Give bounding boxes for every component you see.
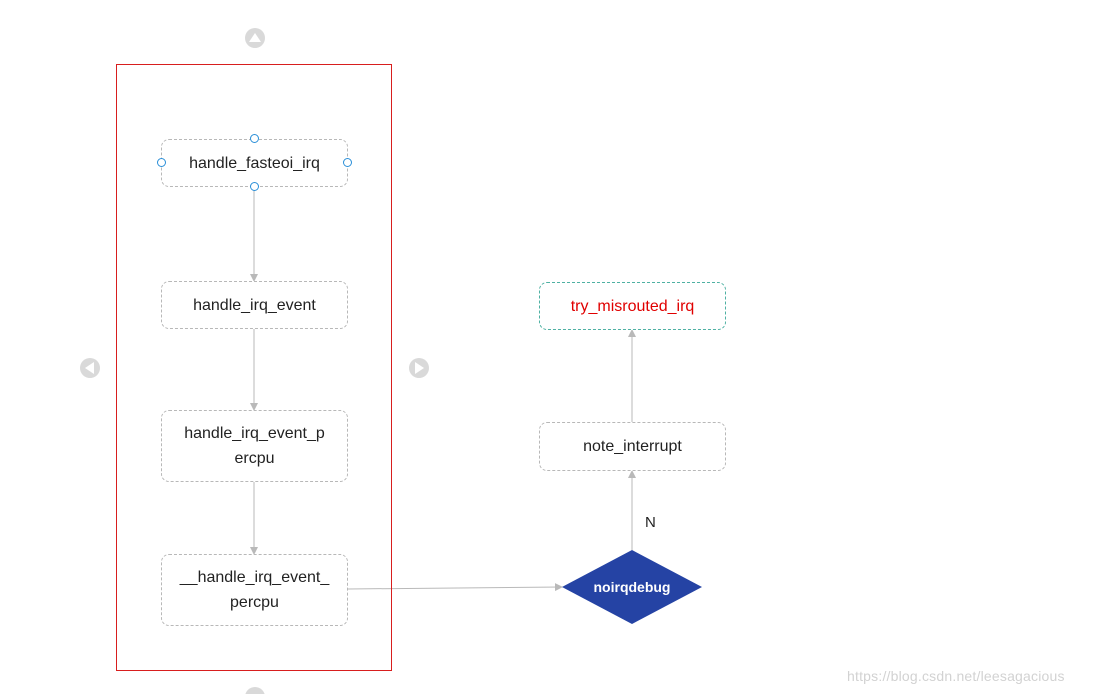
node-label: note_interrupt	[583, 438, 682, 455]
node-label: try_misrouted_irq	[570, 297, 695, 315]
node-try-misrouted-irq[interactable]: try_misrouted_irq	[539, 282, 726, 330]
noirqdebug-label: noirqdebug	[594, 579, 671, 595]
edge-label-no: N	[645, 514, 656, 531]
selection-frame[interactable]	[116, 64, 392, 671]
connection-handle-right[interactable]	[343, 158, 352, 167]
node-label-line2: ercpu	[234, 450, 275, 467]
node-label-line2: percpu	[230, 594, 279, 611]
node-handle-irq-event-percpu[interactable]: handle_irq_event_p ercpu	[161, 410, 348, 482]
node-handle-fasteoi-irq[interactable]: handle_fasteoi_irq	[161, 139, 348, 187]
node-note-interrupt[interactable]: note_interrupt	[539, 422, 726, 471]
watermark: https://blog.csdn.net/leesagacious	[847, 668, 1065, 684]
connection-handle-top[interactable]	[250, 134, 259, 143]
node-underscore-handle-irq-event-percpu[interactable]: __handle_irq_event_ percpu	[161, 554, 348, 626]
connection-handle-left[interactable]	[157, 158, 166, 167]
edge-percpu-to-noirqdebug	[347, 583, 563, 592]
node-label-line1: handle_irq_event_p	[184, 425, 325, 442]
left-arrow-nav-icon[interactable]	[80, 358, 100, 378]
node-handle-irq-event[interactable]: handle_irq_event	[161, 281, 348, 329]
noirqdebug-diamond[interactable]	[562, 550, 702, 624]
node-label-line1: __handle_irq_event_	[179, 569, 330, 586]
connection-handle-bottom[interactable]	[250, 182, 259, 191]
node-label: handle_fasteoi_irq	[189, 154, 320, 172]
down-arrow-nav-icon[interactable]	[245, 687, 265, 694]
node-label: handle_irq_event	[193, 296, 316, 314]
up-arrow-nav-icon[interactable]	[245, 28, 265, 48]
right-arrow-nav-icon[interactable]	[409, 358, 429, 378]
